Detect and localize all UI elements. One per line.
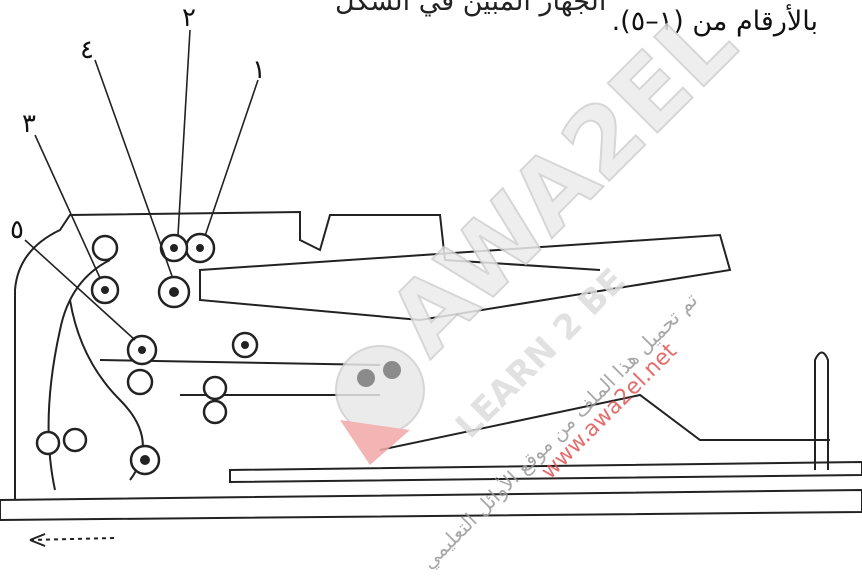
base-plate [0, 488, 862, 522]
roller-a [126, 368, 154, 396]
roller-c [202, 399, 228, 425]
roller-e [35, 430, 61, 456]
label-2: ٢ [182, 3, 196, 33]
label-5: ٥ [10, 215, 24, 245]
leader-4 [94, 59, 173, 277]
roller-f [62, 427, 88, 453]
label-4: ٤ [80, 35, 94, 65]
base-tray [229, 460, 862, 484]
roller-top-left [91, 234, 119, 262]
label-1: ١ [252, 55, 266, 85]
feed-arrow-lower [29, 537, 116, 541]
leader-5 [24, 239, 136, 341]
watermark: AWA2EL LEARN 2 BE www.awa2el.net تم تحمي… [335, 0, 758, 574]
adf-arm [199, 233, 732, 322]
caption-top-fragment: الجهاز المبين في الشكل [335, 0, 607, 17]
leader-2 [177, 29, 191, 236]
output-tray [379, 393, 830, 451]
leader-3 [34, 134, 101, 279]
question-caption: بالأرقام من (١–٥). [611, 6, 818, 37]
watermark-face-icon [335, 345, 425, 435]
roller-b [202, 375, 228, 401]
tray-stop [814, 351, 829, 470]
label-3: ٣ [22, 109, 36, 139]
printer-housing [14, 210, 601, 500]
leader-1 [204, 79, 259, 237]
